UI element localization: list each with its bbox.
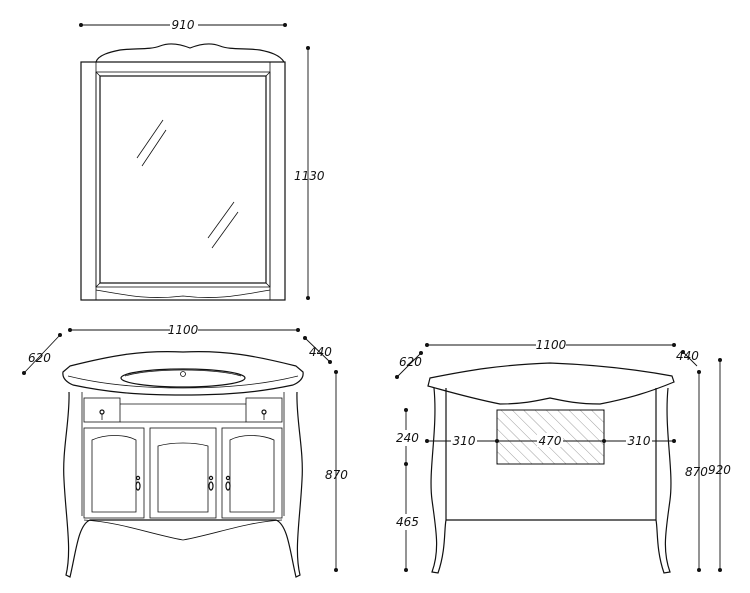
back-depth-left-label: 620 [399, 355, 422, 369]
basin [120, 368, 246, 388]
door-handles [135, 475, 231, 491]
back-inner-height-label: 870 [685, 465, 708, 479]
mirror-frame-outer [80, 61, 286, 301]
cabinet-front-width-dimension [68, 322, 300, 336]
cabinet-back-vertical-segments [393, 408, 419, 572]
front-width-label: 1100 [168, 323, 199, 337]
back-width-label: 1100 [536, 338, 567, 352]
mirror-height-label: 1130 [294, 169, 325, 183]
drawer-right [245, 397, 283, 423]
cabinet-back-total-height-dimension [718, 358, 722, 572]
back-leg-right [655, 387, 672, 574]
countertop [62, 351, 304, 396]
front-height-label: 870 [325, 468, 348, 482]
mirror-drawing [80, 43, 286, 301]
front-depth-left-label: 620 [28, 351, 51, 365]
cabinet-back-horizontal-segments [425, 433, 676, 447]
cabinet-body [63, 391, 303, 578]
back-seg-left-label: 310 [453, 434, 476, 448]
cabinet-front-depth-right-dimension [303, 336, 332, 364]
cabinet-back-inner-height-dimension [697, 370, 701, 572]
cabinet-front-drawing [62, 351, 304, 578]
door-right [221, 427, 283, 519]
back-seg-right-label: 310 [628, 434, 651, 448]
door-left [83, 427, 145, 519]
cabinet-back-depth-right-dimension [681, 350, 698, 367]
mirror-glass [99, 75, 267, 284]
back-leg-left [430, 387, 447, 574]
cabinet-back-width-dimension [425, 337, 676, 351]
back-lower-height-label: 465 [396, 515, 419, 529]
door-center [149, 427, 217, 519]
mirror-width-dimension [79, 17, 287, 31]
back-upper-height-label: 240 [396, 431, 419, 445]
mirror-height-dimension [306, 46, 310, 300]
drawer-left [83, 397, 121, 423]
back-countertop [427, 362, 675, 405]
cabinet-back-depth-left-dimension [395, 351, 423, 379]
back-depth-right-label: 440 [676, 349, 699, 363]
front-depth-right-label: 440 [309, 345, 332, 359]
cabinet-back-drawing [427, 362, 675, 574]
back-seg-mid-label: 470 [539, 434, 562, 448]
cabinet-front-height-dimension [334, 370, 338, 572]
mirror-width-label: 910 [172, 18, 195, 32]
back-total-height-label: 920 [708, 463, 731, 477]
cabinet-front-depth-left-dimension [22, 333, 62, 375]
